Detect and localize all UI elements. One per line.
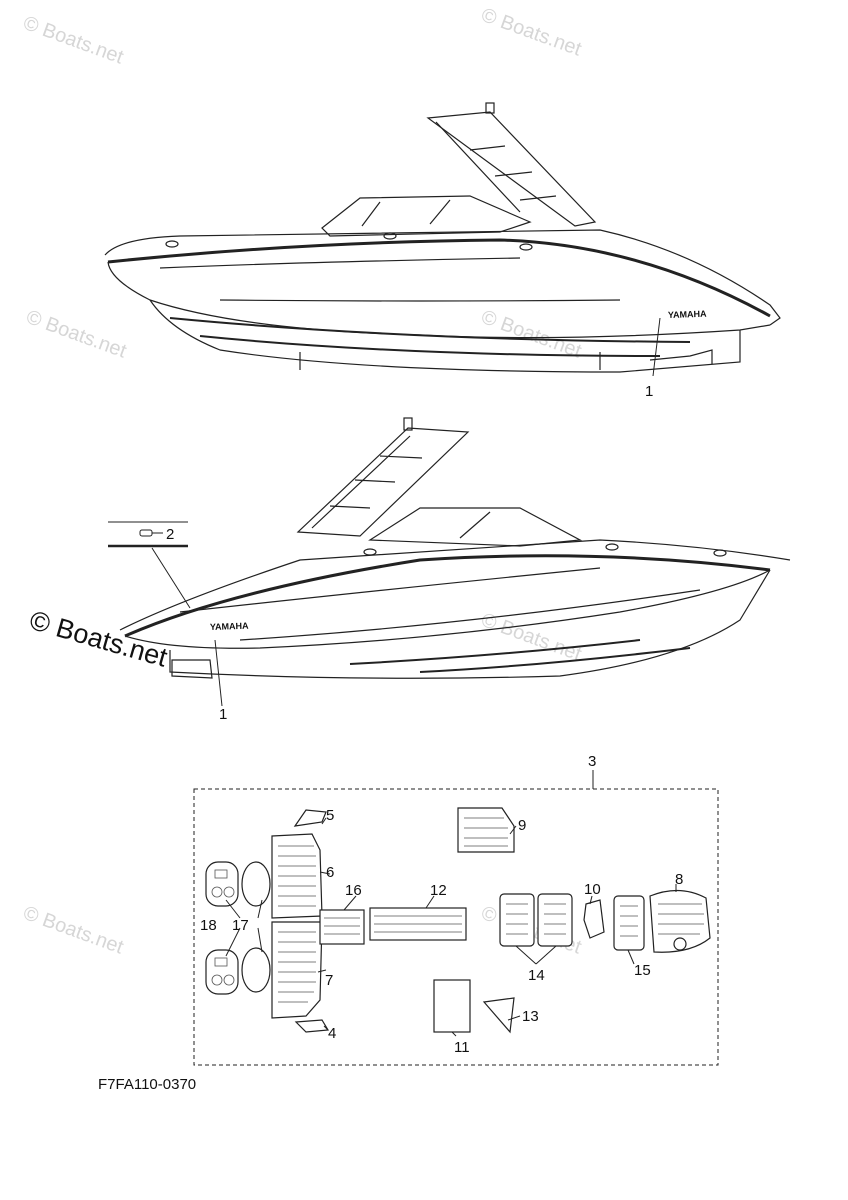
callout-12: 12 (430, 882, 447, 899)
leader-line (214, 639, 223, 707)
callout-3: 3 (588, 753, 596, 770)
mat-part-17b (241, 947, 271, 993)
callout-1-middle: 1 (219, 706, 227, 723)
mat-part-10 (583, 899, 605, 939)
callout-9: 9 (518, 817, 526, 834)
callout-10: 10 (584, 881, 601, 898)
callout-16: 16 (345, 882, 362, 899)
callout-5: 5 (326, 807, 334, 824)
mat-part-9 (457, 807, 515, 853)
brand-logo-top: YAMAHA (668, 309, 707, 320)
part-2-detail (108, 521, 191, 609)
mat-part-4 (294, 1019, 330, 1033)
callout-15: 15 (634, 962, 651, 979)
mat-part-13 (482, 997, 515, 1034)
mat-part-16 (319, 909, 365, 945)
callout-14: 14 (528, 967, 545, 984)
callout-18: 18 (200, 917, 217, 934)
mat-part-5 (293, 809, 327, 827)
watermark: © Boats.net (478, 4, 584, 61)
brand-logo-middle: YAMAHA (210, 621, 249, 632)
mat-part-17a (241, 861, 271, 907)
boat-middle (119, 417, 791, 679)
watermark: © Boats.net (20, 902, 126, 959)
mat-part-8 (649, 889, 711, 953)
callout-13: 13 (522, 1008, 539, 1025)
diagram-part-code: F7FA110-0370 (98, 1076, 196, 1093)
callout-1-top: 1 (645, 383, 653, 400)
mat-part-18b (205, 949, 239, 995)
watermark: © Boats.net (20, 12, 126, 69)
leader-line (652, 317, 661, 377)
callout-4: 4 (328, 1025, 336, 1042)
mat-part-11 (433, 979, 471, 1033)
mat-kit-frame (193, 788, 719, 1066)
mat-leaders (225, 817, 677, 1037)
callout-7: 7 (325, 972, 333, 989)
mat-part-14b (537, 893, 573, 947)
mat-parts (205, 807, 711, 1034)
mat-grooves (211, 817, 704, 1003)
boat-top (104, 102, 781, 373)
callout-17: 17 (232, 917, 249, 934)
callout-8: 8 (675, 871, 683, 888)
watermark-large: © Boats.net (26, 605, 171, 673)
watermark: © Boats.net (23, 306, 129, 363)
mat-part-7 (271, 921, 323, 1019)
callout-11: 11 (454, 1039, 470, 1056)
mat-part-15 (613, 895, 645, 951)
callout-2: 2 (166, 526, 174, 543)
mat-part-14a (499, 893, 535, 947)
mat-part-18a (205, 861, 239, 907)
callout-6: 6 (326, 864, 334, 881)
